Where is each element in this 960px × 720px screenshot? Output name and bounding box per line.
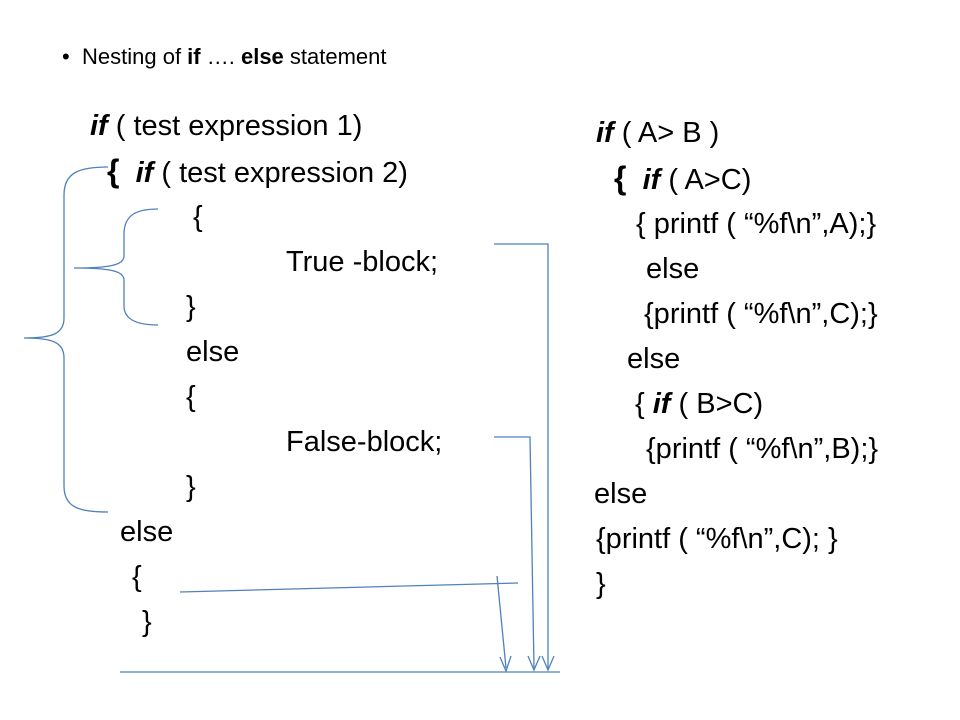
left-line-8: False-block; <box>286 424 442 460</box>
keyword-if: if <box>652 388 671 420</box>
condition-text: ( A>C) <box>660 164 752 196</box>
right-line-4: else <box>646 251 699 287</box>
keyword-if: if <box>135 157 154 189</box>
bullet-dot-icon: • <box>62 44 70 69</box>
right-line-10: {printf ( “%f\n”,C); } <box>596 521 838 557</box>
open-brace: { <box>107 153 120 189</box>
bullet-keyword-if: if <box>187 44 201 69</box>
left-line-2: { if ( test expression 2) <box>107 153 408 191</box>
left-line-6: else <box>186 334 239 370</box>
true-block-text: True -block; <box>286 246 439 278</box>
right-line-7: { if ( B>C) <box>635 386 763 422</box>
right-line-8: {printf ( “%f\n”,B);} <box>646 431 878 467</box>
keyword-else: else <box>646 253 700 285</box>
true-block-arrow <box>494 243 549 668</box>
open-brace: { <box>186 381 196 413</box>
keyword-else: else <box>120 516 174 548</box>
false-block-arrow <box>494 436 535 669</box>
true-block-arrowhead-icon <box>541 655 555 672</box>
printf-statement: {printf ( “%f\n”,B);} <box>646 433 879 465</box>
keyword-if: if <box>90 110 108 142</box>
else-block-arrow <box>179 582 519 593</box>
left-line-11: { <box>132 559 142 595</box>
right-line-9: else <box>594 476 647 512</box>
false-block-arrowhead-icon <box>527 655 541 672</box>
left-line-7: { <box>186 379 196 415</box>
bullet-keyword-else: else <box>240 44 284 69</box>
false-block-text: False-block; <box>286 426 443 458</box>
else-block-down-line <box>496 575 507 669</box>
inner-brace-icon <box>73 208 159 326</box>
open-brace: { <box>193 201 203 233</box>
open-brace: { <box>614 160 627 196</box>
keyword-if: if <box>642 164 661 196</box>
left-line-1: if ( test expression 1) <box>90 108 362 144</box>
left-line-12: } <box>142 604 152 640</box>
close-brace: } <box>142 606 152 638</box>
right-line-11: } <box>596 566 606 602</box>
outer-brace-icon <box>23 166 109 513</box>
condition-text: ( B>C) <box>670 388 764 420</box>
condition-text: ( A> B ) <box>613 117 720 149</box>
printf-statement: { printf ( “%f\n”,A);} <box>636 208 877 240</box>
open-brace: { <box>635 388 653 420</box>
left-line-4: True -block; <box>286 244 438 280</box>
printf-statement: {printf ( “%f\n”,C);} <box>644 298 878 330</box>
open-brace: { <box>132 561 142 593</box>
bullet-prefix: Nesting of <box>82 44 188 69</box>
right-line-6: else <box>627 341 680 377</box>
bullet-suffix: statement <box>283 44 387 69</box>
bullet-mid: …. <box>200 44 241 69</box>
left-line-3: { <box>193 199 203 235</box>
close-brace: } <box>596 568 606 600</box>
printf-statement: {printf ( “%f\n”,C); } <box>596 523 838 555</box>
keyword-else: else <box>594 478 648 510</box>
condition-text: ( test expression 1) <box>107 110 363 142</box>
keyword-if: if <box>596 117 614 149</box>
right-line-1: if ( A> B ) <box>596 115 719 151</box>
left-line-5: } <box>186 289 196 325</box>
left-line-9: } <box>186 469 196 505</box>
condition-text: ( test expression 2) <box>153 157 408 189</box>
right-line-5: {printf ( “%f\n”,C);} <box>644 296 878 332</box>
keyword-else: else <box>186 336 240 368</box>
connector-group <box>23 166 560 673</box>
close-brace: } <box>186 471 196 503</box>
left-line-10: else <box>120 514 173 550</box>
bullet-heading: • Nesting of if …. else statement <box>62 42 387 72</box>
right-line-2: { if ( A>C) <box>614 160 751 198</box>
close-brace: } <box>186 291 196 323</box>
keyword-else: else <box>627 343 681 375</box>
right-line-3: { printf ( “%f\n”,A);} <box>636 206 876 242</box>
else-block-arrowhead-icon <box>499 655 512 673</box>
